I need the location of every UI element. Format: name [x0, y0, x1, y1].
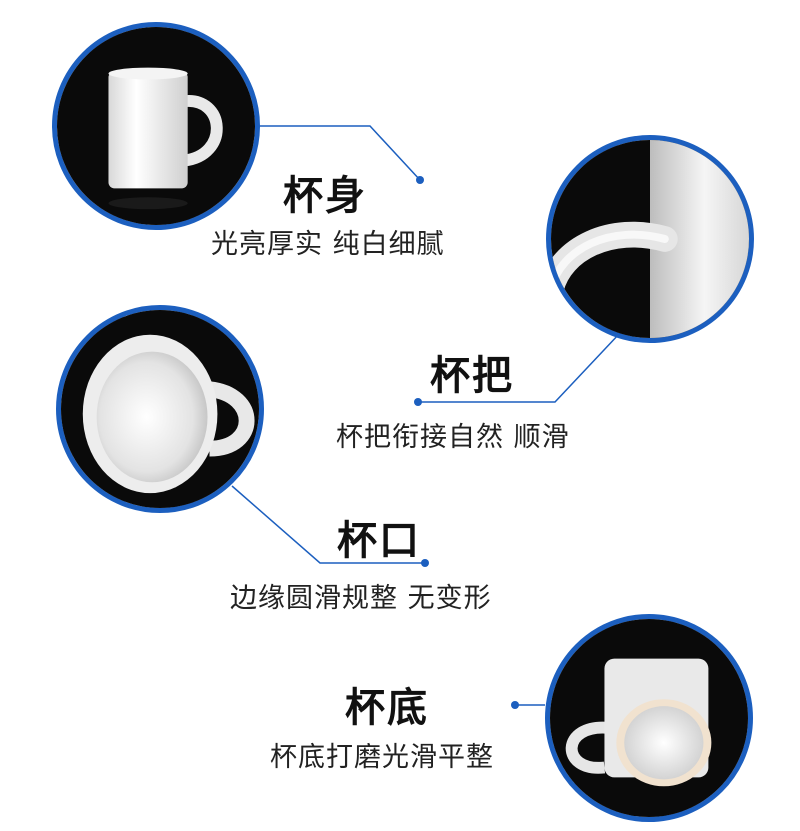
- mug-handle-photo: [546, 135, 754, 343]
- feature-desc-handle: 杯把衔接自然 顺滑: [336, 422, 570, 453]
- feature-title-bottom: 杯底: [345, 685, 429, 731]
- feature-desc-rim: 边缘圆滑规整 无变形: [230, 583, 492, 614]
- feature-desc-bottom: 杯底打磨光滑平整: [270, 742, 494, 773]
- feature-title-body: 杯身: [283, 173, 367, 219]
- mug-rim-photo: [56, 305, 264, 513]
- feature-title-rim: 杯口: [337, 518, 421, 564]
- mug-bottom-photo: [545, 614, 753, 822]
- feature-title-handle: 杯把: [430, 353, 514, 399]
- feature-desc-body: 光亮厚实 纯白细腻: [211, 229, 445, 260]
- mug-body-photo: [52, 22, 260, 230]
